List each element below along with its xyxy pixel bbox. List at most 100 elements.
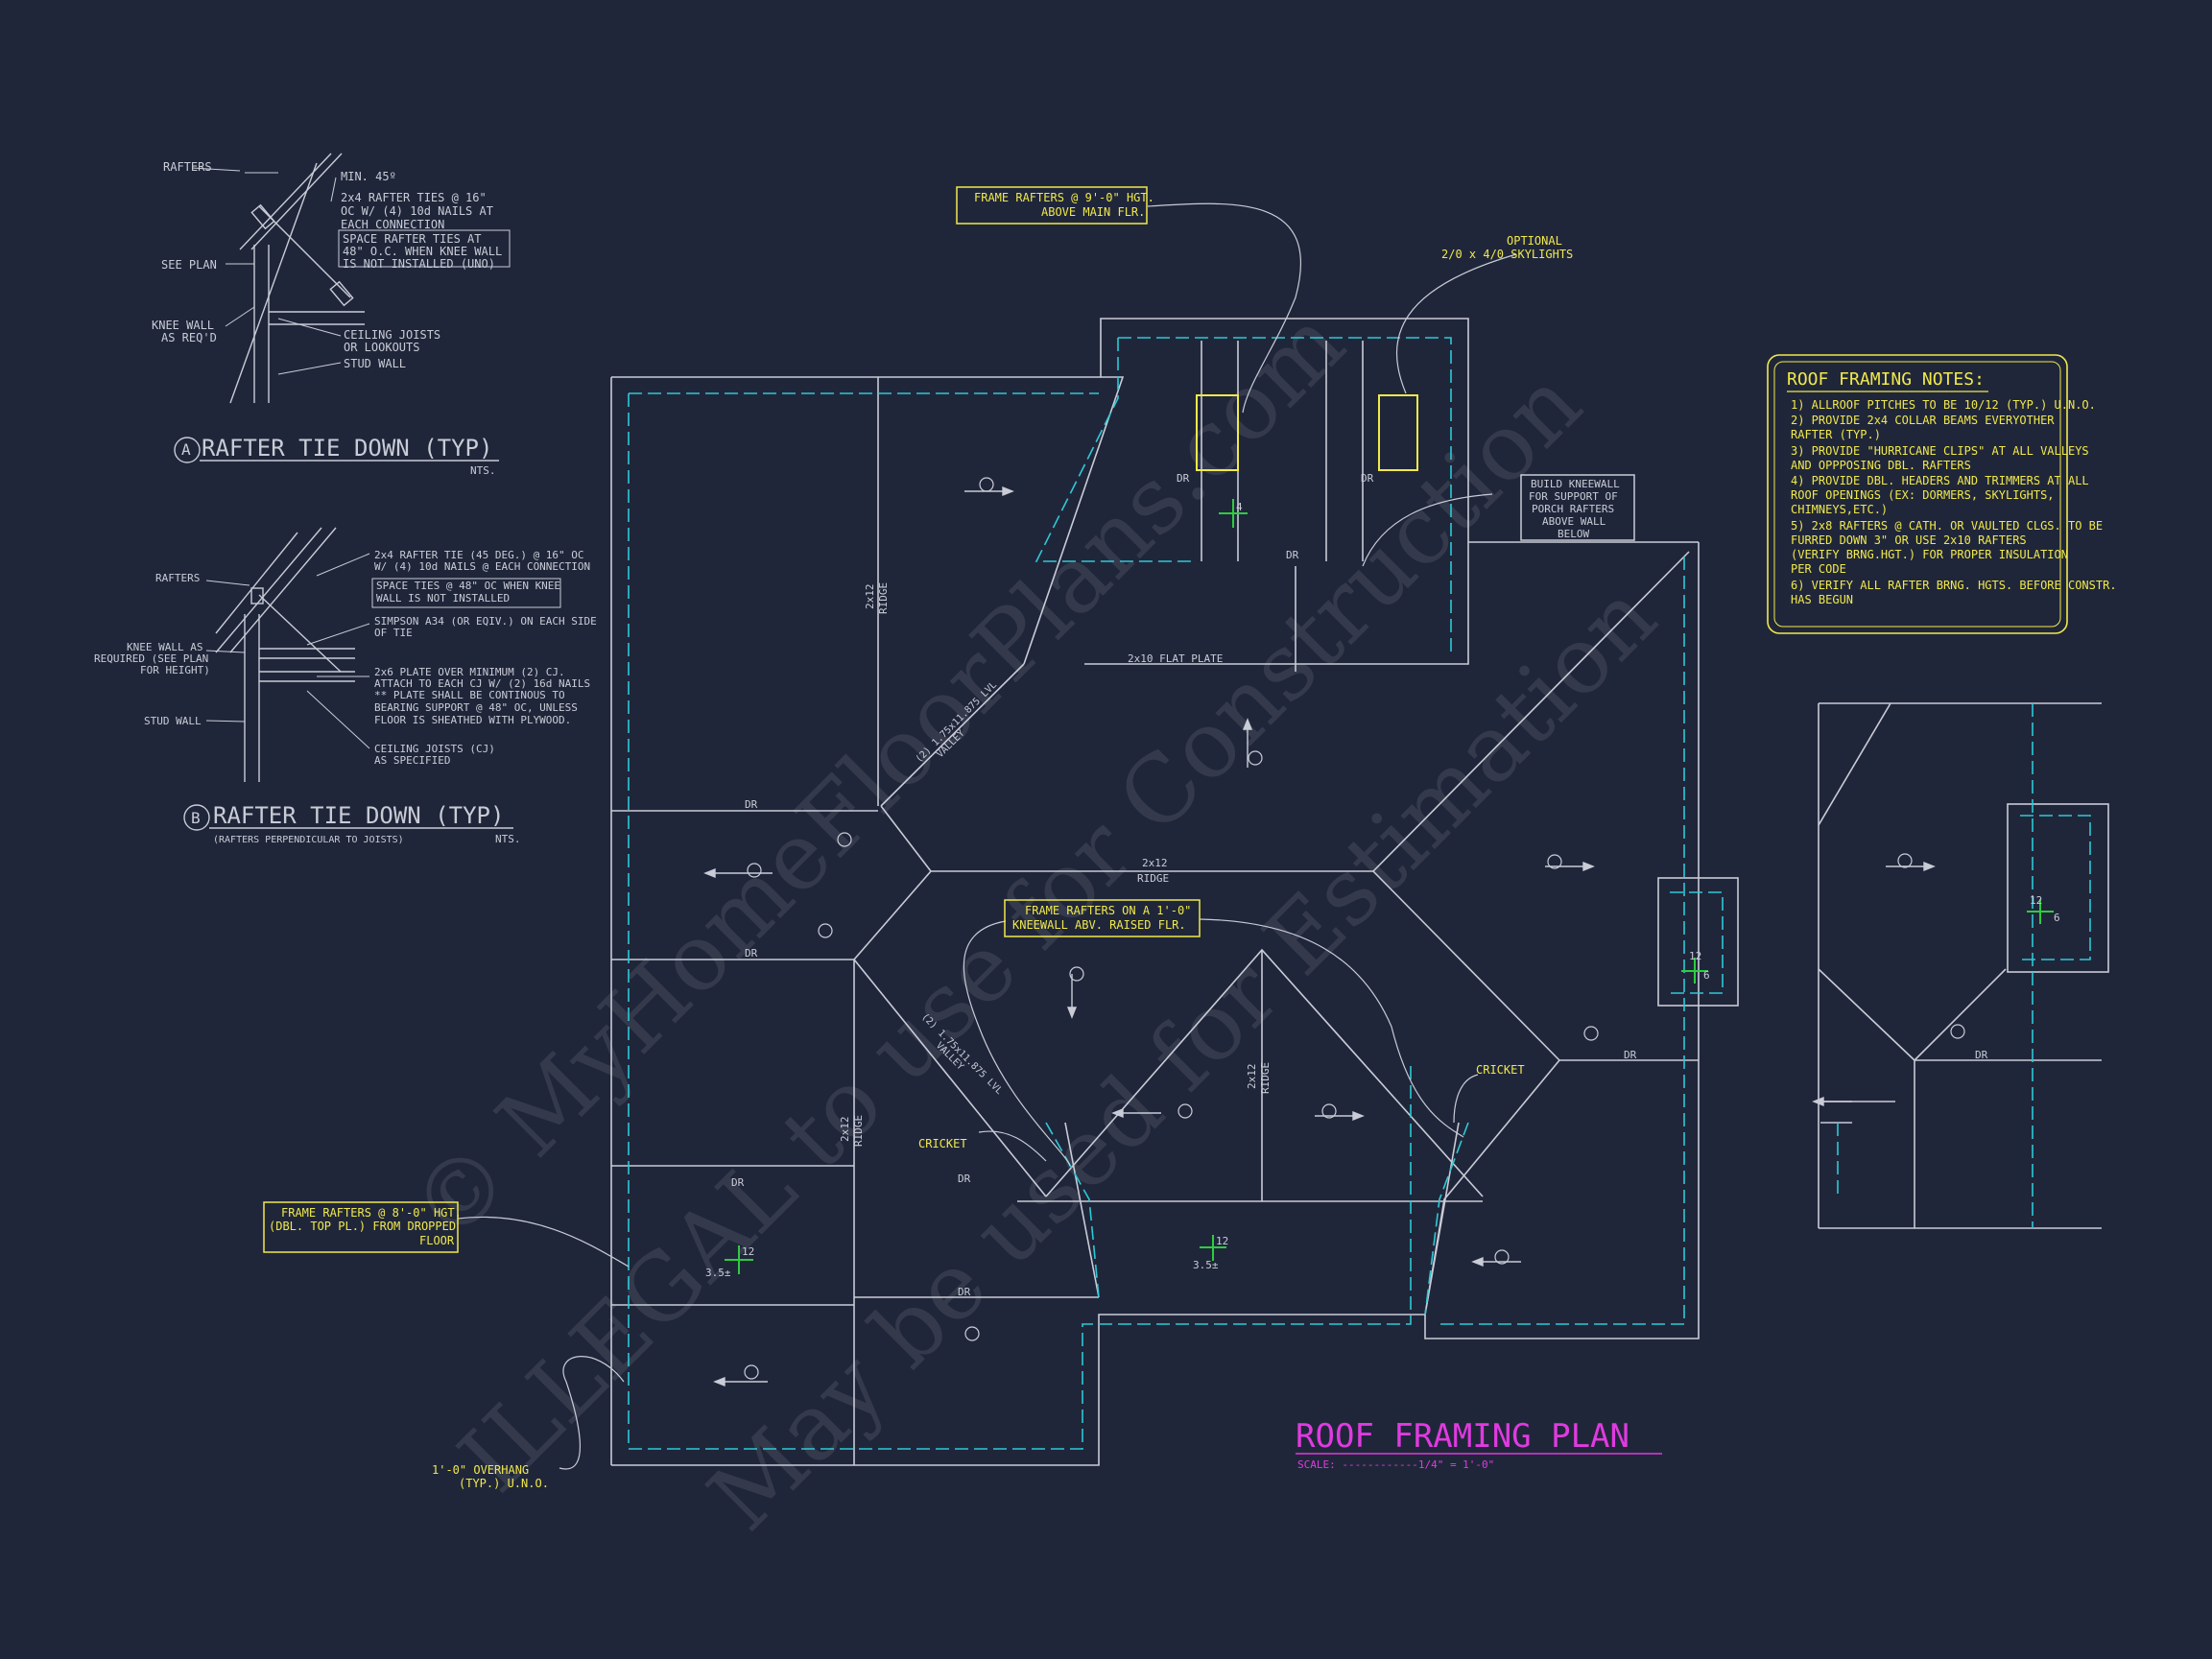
plan-scale: SCALE: ------------1/4" = 1'-0" [1297,1458,1494,1471]
label-b-plate-5: FLOOR IS SHEATHED WITH PLYWOOD. [374,714,571,726]
label-b-plate-2: ATTACH TO EACH CJ W/ (2) 16d NAILS [374,677,590,690]
detail-b-scale: NTS. [495,833,521,845]
dr-label-5: DR [958,1286,971,1298]
detail-a-scale: NTS. [470,464,496,477]
note-line-10: FURRED DOWN 3" OR USE 2x10 RAFTERS [1791,533,2027,547]
label-b-simpson-1: SIMPSON A34 (OR EQIV.) ON EACH SIDE [374,615,597,628]
note-line-7: ROOF OPENINGS (EX: DORMERS, SKYLIGHTS, [1791,488,2055,502]
flat-plate-label: 2x10 FLAT PLATE [1128,652,1223,665]
note-line-9: 5) 2x8 RAFTERS @ CATH. OR VAULTED CLGS. … [1791,519,2103,533]
note-line-3: RAFTER (TYP.) [1791,428,1881,441]
label-b-ceiling-2: AS SPECIFIED [374,754,450,767]
label-b-tie-1: 2x4 RAFTER TIE (45 DEG.) @ 16" OC [374,549,584,561]
label-b-plate-3: ** PLATE SHALL BE CONTINOUS TO [374,689,565,701]
ridge-main-size: 2x12 [1142,857,1168,869]
note-line-5: AND OPPPOSING DBL. RAFTERS [1791,459,1971,472]
pitch-markers [725,499,2054,1274]
detail-a [174,153,511,463]
dr-label-8: DR [1286,549,1299,561]
pitch-left-run: 12 [742,1245,754,1258]
ridge-v3-label: RIDGE [1259,1062,1272,1094]
detail-a-title: RAFTER TIE DOWN (TYP) [202,435,492,462]
callout-boxes [263,186,1635,1253]
label-tie-3: EACH CONNECTION [341,218,444,231]
direction-arrows [703,486,1936,1387]
label-b-space-2: WALL IS NOT INSTALLED [376,592,510,604]
pitch-center-rise: 3.5± [1193,1259,1219,1271]
kneewall-note: BUILD KNEEWALL FOR SUPPORT OF PORCH RAFT… [1529,478,1620,540]
label-b-plate-1: 2x6 PLATE OVER MINIMUM (2) CJ. [374,666,565,678]
callout-frame-left-3: FLOOR [419,1234,455,1247]
dr-label-9: DR [1177,472,1190,485]
label-b-tie-2: W/ (4) 10d NAILS @ EACH CONNECTION [374,560,590,573]
label-space-3: IS NOT INSTALLED (UNO) [343,257,495,271]
pitch-left-rise: 3.5± [705,1267,731,1279]
dr-label-2: DR [745,947,758,960]
note-line-8: CHIMNEYS,ETC.) [1791,503,1888,516]
partial-plan-right [1818,702,2109,1229]
kneewall-note-4: ABOVE WALL [1542,515,1606,528]
detail-b-subtitle: (RAFTERS PERPENDICULAR TO JOISTS) [213,835,404,845]
skylights [1196,394,1418,471]
ridge-v1-label: RIDGE [877,582,890,614]
skylight-left-icon [1196,394,1239,471]
skylight-right-icon [1378,394,1418,471]
kneewall-note-2: FOR SUPPORT OF [1529,490,1618,503]
callout-frame-top-2: ABOVE MAIN FLR. [1041,205,1145,219]
callout-skylights-1: OPTIONAL [1507,234,1562,248]
label-b-stud-wall: STUD WALL [144,715,202,727]
label-ceiling-1: CEILING JOISTS [344,328,440,342]
kneewall-note-5: BELOW [1558,528,1589,540]
note-line-11: (VERIFY BRNG.HGT.) FOR PROPER INSULATION [1791,548,2068,561]
dr-label-3: DR [731,1176,745,1189]
ridge-main-label: RIDGE [1137,872,1169,885]
callout-frame-mid-2: KNEEWALL ABV. RAISED FLR. [1012,918,1186,932]
rafter-marks [744,477,1965,1380]
roof-plan-outline [610,318,1739,1466]
label-b-space-1: SPACE TIES @ 48" OC WHEN KNEE [376,580,560,592]
detail-b-title: RAFTER TIE DOWN (TYP) [213,802,504,829]
roof-plan-overhang [628,337,1724,1450]
plan-title-block: ROOF FRAMING PLAN SCALE: ------------1/4… [1296,1417,1662,1471]
label-b-ceiling-1: CEILING JOISTS (CJ) [374,743,495,755]
ridge-v3-size: 2x12 [1246,1064,1258,1090]
label-ceiling-2: OR LOOKOUTS [344,341,419,354]
note-line-4: 3) PROVIDE "HURRICANE CLIPS" AT ALL VALL… [1791,444,2089,458]
pitch-right-rise: 6 [1703,969,1710,982]
label-tie-1: 2x4 RAFTER TIES @ 16" [341,191,487,204]
detail-a-text: RAFTERS MIN. 45º 2x4 RAFTER TIES @ 16" O… [152,160,502,477]
label-see-plan: SEE PLAN [161,258,217,272]
dr-label-7: DR [1975,1049,1988,1061]
callout-overhang-1: 1'-0" OVERHANG [432,1463,529,1477]
callout-frame-mid-1: FRAME RAFTERS ON A 1'-0" [1025,904,1191,917]
ridge-v2-size: 2x12 [839,1117,851,1143]
callout-cricket-left: CRICKET [918,1137,967,1150]
callout-overhang-2: (TYP.) U.N.O. [459,1477,549,1490]
dr-label-4: DR [958,1173,971,1185]
callout-text: FRAME RAFTERS @ 9'-0" HGT. ABOVE MAIN FL… [269,191,1573,1490]
detail-b-text: 2x4 RAFTER TIE (45 DEG.) @ 16" OC W/ (4)… [94,549,597,845]
callout-skylights-2: 2/0 x 4/0 SKYLIGHTS [1441,248,1573,261]
callout-cricket-right: CRICKET [1476,1063,1525,1077]
ridge-v2-label: RIDGE [852,1115,865,1147]
label-b-rafters: RAFTERS [155,572,200,584]
pitch-far-run: 12 [2030,894,2042,907]
label-b-knee-1: KNEE WALL AS [127,641,202,653]
label-rafters: RAFTERS [163,160,212,174]
pitch-far-rise: 6 [2054,912,2060,924]
callout-frame-left-1: FRAME RAFTERS @ 8'-0" HGT. [281,1206,462,1220]
note-line-1: 1) ALLROOF PITCHES TO BE 10/12 (TYP.) U.… [1791,398,2096,412]
label-tie-2: OC W/ (4) 10d NAILS AT [341,204,493,218]
dr-label-1: DR [745,798,758,811]
label-b-plate-4: BEARING SUPPORT @ 48" OC, UNLESS [374,701,578,714]
detail-b [183,527,561,831]
plan-title: ROOF FRAMING PLAN [1296,1417,1629,1456]
label-b-simpson-2: OF TIE [374,627,413,639]
ridge-v1-size: 2x12 [864,584,876,610]
label-b-knee-2: REQUIRED (SEE PLAN [94,652,208,665]
label-space-2: 48" O.C. WHEN KNEE WALL [343,245,502,258]
label-knee-1: KNEE WALL [152,319,214,332]
pitch-right-run: 12 [1689,950,1701,962]
kneewall-note-1: BUILD KNEEWALL [1531,478,1620,490]
